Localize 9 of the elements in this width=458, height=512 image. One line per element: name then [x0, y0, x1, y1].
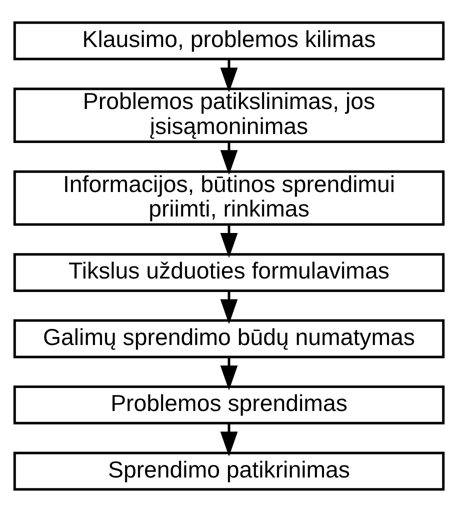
- node-box: Galimų sprendimo būdų numatymas: [13, 319, 445, 358]
- node-box: Tikslus užduoties formulavimas: [13, 253, 445, 292]
- node-box: Problemos patikslinimas, jos įsisąmoninimas: [13, 88, 445, 144]
- node-box: Informacijos, būtinos sprendimui priimti, rinkimas: [13, 170, 445, 226]
- arrow: [220, 224, 238, 258]
- node-box: Klausimo, problemos kilimas: [13, 21, 445, 60]
- node-box: Sprendimo patikrinimas: [13, 452, 445, 491]
- node-box: Problemos sprendimas: [13, 386, 445, 424]
- arrow: [220, 60, 238, 93]
